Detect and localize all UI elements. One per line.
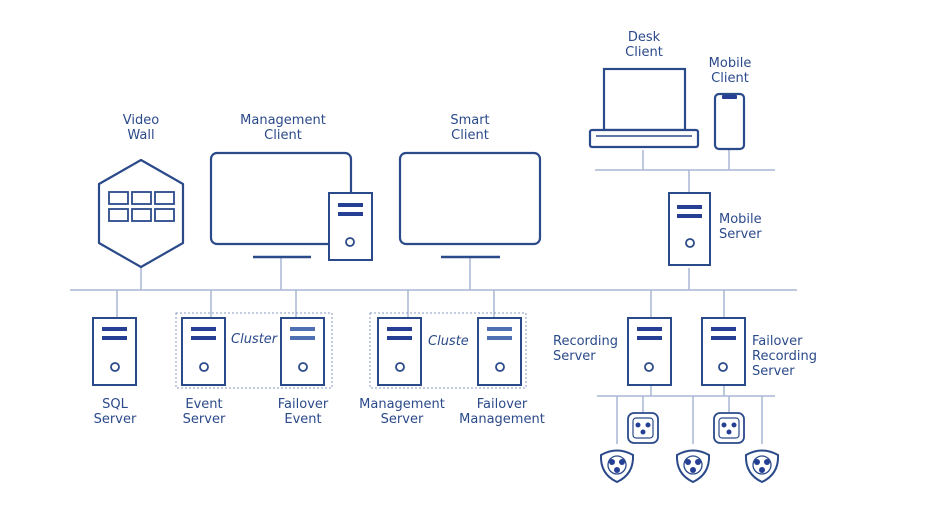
label-line: Management [240, 113, 326, 128]
label-management-server: Management Server [352, 397, 452, 427]
laptop-icon [588, 67, 700, 149]
camera-icon [713, 412, 745, 444]
label-line: Client [625, 45, 663, 60]
label-line: Server [380, 412, 424, 427]
cluster-label-event: Cluster [231, 332, 278, 347]
server-tower-icon [377, 317, 422, 386]
monitor-icon [209, 151, 353, 259]
cluster-label-management: Cluste [428, 334, 469, 349]
server-tower-icon [181, 317, 226, 386]
camera-icon [744, 449, 780, 484]
monitor-icon [398, 151, 542, 259]
server-tower-icon [477, 317, 522, 386]
label-line: Server [93, 412, 137, 427]
label-line: Failover [476, 397, 528, 412]
label-desk-client: Desk Client [614, 30, 674, 60]
label-event-server: Event Server [174, 397, 234, 427]
label-failover-event: Failover Event [268, 397, 338, 427]
label-line: Server [719, 227, 762, 242]
label-video-wall: Video Wall [111, 113, 171, 143]
label-mobile-server: Mobile Server [719, 212, 762, 242]
label-line: Recording [553, 334, 619, 349]
label-line: Client [264, 128, 302, 143]
label-line: Server [752, 364, 795, 379]
label-line: Client [711, 71, 749, 86]
label-line: Event [284, 412, 322, 427]
label-line: SQL [102, 397, 128, 412]
label-line: Server [182, 412, 226, 427]
label-line: Failover [752, 334, 803, 349]
label-line: Wall [127, 128, 155, 143]
label-line: Mobile [719, 212, 762, 227]
label-sql-server: SQL Server [85, 397, 145, 427]
label-line: Client [451, 128, 489, 143]
server-tower-icon [92, 317, 137, 386]
server-tower-icon [280, 317, 325, 386]
server-tower-icon [701, 317, 746, 386]
label-line: Mobile [708, 56, 752, 71]
label-smart-client: Smart Client [440, 113, 500, 143]
label-mobile-client: Mobile Client [700, 56, 760, 86]
label-line: Server [553, 349, 596, 364]
label-management-client: Management Client [228, 113, 338, 143]
server-tower-icon [668, 192, 711, 266]
label-line: Smart [450, 113, 490, 128]
label-line: Recording [752, 349, 818, 364]
cluster-box-management [369, 312, 527, 389]
hexagon-video-wall-icon [97, 158, 185, 269]
camera-icon [599, 449, 635, 484]
server-tower-icon [627, 317, 672, 386]
label-line: Management [459, 412, 545, 427]
label-failover-management: Failover Management [452, 397, 552, 427]
label-recording-server: Recording Server [553, 334, 618, 364]
label-line: Desk [627, 30, 661, 45]
camera-icon [675, 449, 711, 484]
label-line: Event [185, 397, 223, 412]
smartphone-icon [713, 92, 746, 151]
label-line: Failover [277, 397, 329, 412]
label-failover-recording-server: Failover Recording Server [752, 334, 817, 379]
server-tower-icon [328, 192, 373, 261]
label-line: Management [359, 397, 445, 412]
cluster-box-event [175, 312, 333, 389]
camera-icon [627, 412, 659, 444]
label-line: Video [122, 113, 160, 128]
